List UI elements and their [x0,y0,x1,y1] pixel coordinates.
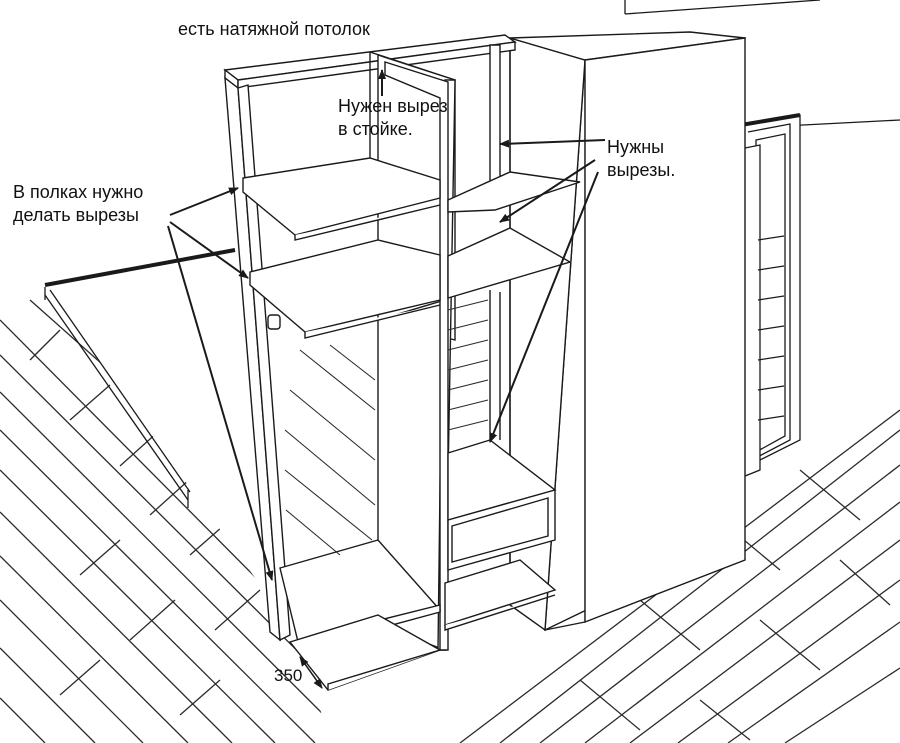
shelves-cut-note-line1: В полках нужно [13,182,144,202]
ceiling-note: есть натяжной потолок [178,19,370,39]
shelves-cut-note: В полках нужно делать вырезы [13,181,143,227]
cuts-note: Нужны вырезы. [607,136,675,182]
dimension-label: 350 [274,666,303,685]
post-cut-note-line1: Нужен вырез [338,96,448,116]
shelves [242,157,581,691]
post-cut-note-line2: в стойке. [338,119,413,139]
dimension-350 [299,656,323,689]
cuts-note-line1: Нужны [607,137,665,157]
shelves-cut-note-line2: делать вырезы [13,205,139,225]
cuts-note-line2: вырезы. [607,160,676,180]
left-post [224,76,291,642]
inner-floor-lines [284,299,489,556]
post-cut-note: Нужен вырез в стойке. [338,95,448,141]
annotation-arrows [167,69,606,581]
baseboard-left [44,248,236,508]
